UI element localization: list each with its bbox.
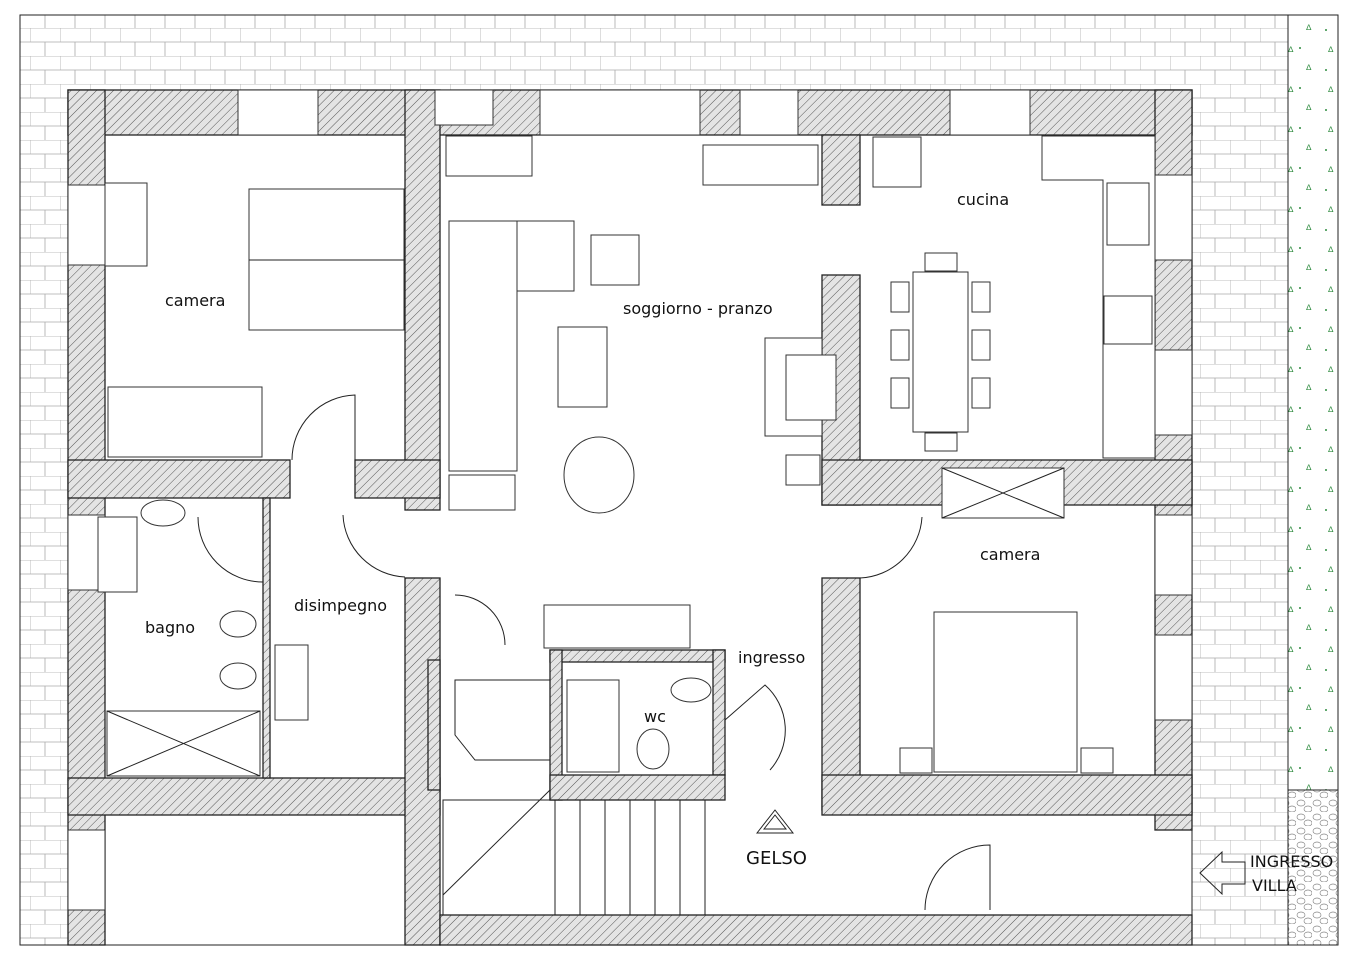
bath-cabinet (97, 516, 138, 593)
dining-table (912, 271, 969, 433)
room-label-bagno: bagno (145, 618, 195, 637)
room-label-disimpegno: disimpegno (294, 596, 387, 615)
piano (445, 135, 533, 177)
tree-triangle-icon (755, 809, 795, 834)
sofa-side (448, 220, 518, 472)
gravel-path (1287, 789, 1339, 946)
furniture (97, 135, 1156, 916)
room-label-ingresso: ingresso (738, 648, 805, 667)
rug (448, 474, 516, 511)
hall-cabinet (274, 644, 309, 721)
armchair (563, 436, 635, 514)
console (543, 604, 691, 649)
windows (67, 89, 1193, 911)
entrance-arrow-icon (1199, 850, 1246, 896)
desk (104, 182, 148, 267)
garden-strip (1287, 14, 1339, 791)
staircase (442, 679, 706, 916)
room-label-camera-right: camera (980, 545, 1040, 564)
radiator (702, 144, 819, 186)
room-label-soggiorno: soggiorno - pranzo (623, 299, 773, 318)
stove (1103, 295, 1153, 345)
sink (1106, 182, 1150, 246)
room-label-cucina: cucina (957, 190, 1009, 209)
room-label-camera: camera (165, 291, 225, 310)
coffee-table (557, 326, 608, 408)
bed-right-double (933, 611, 1078, 773)
wc-basin (670, 677, 712, 703)
wc-shower (566, 679, 620, 773)
doors (197, 394, 991, 911)
entrance-label-line2: VILLA (1252, 876, 1297, 895)
toilet (219, 662, 257, 690)
armchair-box (590, 234, 640, 286)
bidet (219, 610, 257, 638)
fridge (872, 136, 922, 188)
bed-single (107, 386, 263, 458)
washbasin (140, 499, 186, 527)
entrance-label-line1: INGRESSO (1250, 852, 1333, 871)
tree-label: GELSO (746, 848, 807, 869)
room-label-wc: wc (644, 707, 666, 726)
wc-toilet (636, 728, 670, 770)
